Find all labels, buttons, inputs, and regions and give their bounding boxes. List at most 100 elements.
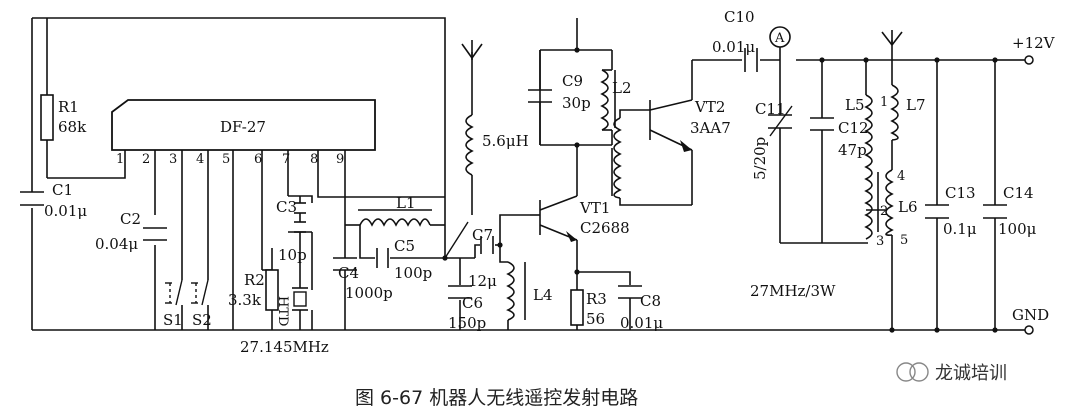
- svg-text:56: 56: [586, 310, 605, 328]
- inductor-l1: L1: [358, 194, 432, 227]
- svg-text:1000p: 1000p: [345, 284, 393, 302]
- crystal-htd: HTD 27.145MHz: [240, 280, 329, 356]
- svg-text:0.01μ: 0.01μ: [620, 314, 663, 332]
- inductor-choke: 5.6μH: [465, 114, 529, 176]
- svg-text:C8: C8: [640, 292, 661, 310]
- svg-text:0.01μ: 0.01μ: [712, 38, 755, 56]
- svg-text:R2: R2: [244, 271, 265, 289]
- svg-text:100p: 100p: [394, 264, 432, 282]
- svg-text:3: 3: [876, 234, 884, 249]
- svg-text:0.1μ: 0.1μ: [943, 220, 977, 238]
- svg-text:C11: C11: [755, 100, 786, 118]
- resistor-r1: R1 68k: [40, 94, 87, 141]
- transistor-vt1: VT1 C2688: [530, 195, 630, 242]
- resistor-r3: R3 56: [570, 289, 607, 328]
- capacitor-c11: C11 5/20p: [751, 100, 793, 180]
- svg-text:5: 5: [900, 233, 908, 248]
- capacitor-c9: C9 30p: [528, 50, 591, 145]
- ic-pin-7: 7: [282, 152, 290, 167]
- figure-caption: 图 6-67 机器人无线遥控发射电路: [355, 387, 638, 409]
- svg-text:L6: L6: [898, 198, 918, 216]
- watermark-text: 龙诚培训: [935, 363, 1007, 384]
- capacitor-c5: C5 100p: [376, 237, 432, 282]
- inductor-l2: L2: [600, 69, 632, 199]
- capacitor-c7: C7 12μ: [468, 226, 497, 290]
- svg-text:L5: L5: [845, 96, 865, 114]
- svg-text:C4: C4: [338, 264, 359, 282]
- svg-text:+12V: +12V: [1012, 34, 1056, 52]
- ic-pin-5: 5: [222, 152, 230, 167]
- capacitor-c2: C2 0.04μ: [95, 210, 167, 253]
- svg-text:C7: C7: [472, 226, 493, 244]
- svg-text:S2: S2: [192, 311, 212, 329]
- svg-text:VT1: VT1: [579, 199, 610, 217]
- svg-text:47p: 47p: [838, 141, 867, 159]
- ic-pin-4: 4: [196, 152, 204, 167]
- svg-text:C12: C12: [838, 119, 869, 137]
- capacitor-c12: C12 47p: [810, 110, 869, 159]
- junction-dots: [442, 47, 998, 333]
- watermark: 龙诚培训: [896, 362, 1007, 384]
- capacitor-c3: C3 10p: [276, 198, 307, 264]
- switch-s1: S1: [163, 279, 183, 329]
- capacitor-c4: C4 1000p: [333, 257, 393, 302]
- ic-pin-3: 3: [169, 152, 177, 167]
- inductor-l5-l6: L5 1 2 3: [845, 94, 888, 249]
- svg-text:A: A: [774, 31, 785, 46]
- transistor-vt2: VT2 3AA7: [649, 98, 731, 152]
- svg-text:5.6μH: 5.6μH: [482, 132, 529, 150]
- inductor-l6: L6 4 5: [877, 169, 918, 248]
- svg-text:C2688: C2688: [580, 219, 630, 237]
- svg-text:100μ: 100μ: [998, 220, 1037, 238]
- svg-text:C13: C13: [945, 184, 976, 202]
- svg-text:VT2: VT2: [694, 98, 725, 116]
- ic-name: DF-27: [220, 118, 266, 136]
- svg-text:L4: L4: [533, 286, 553, 304]
- svg-text:150p: 150p: [448, 314, 486, 332]
- antenna-1: [461, 40, 483, 60]
- svg-text:L7: L7: [906, 96, 926, 114]
- svg-text:C2: C2: [120, 210, 141, 228]
- svg-text:30p: 30p: [562, 94, 591, 112]
- inductor-l4: L4: [506, 261, 553, 321]
- svg-text:27.145MHz: 27.145MHz: [240, 338, 329, 356]
- svg-text:C10: C10: [724, 8, 755, 26]
- capacitor-c1: C1 0.01μ: [20, 181, 87, 220]
- svg-text:1: 1: [880, 95, 888, 110]
- ic-df27: DF-27 1 2 3 4 5 6 7 8 9: [111, 99, 376, 167]
- svg-text:0.04μ: 0.04μ: [95, 235, 138, 253]
- svg-text:68k: 68k: [58, 118, 87, 136]
- output-spec-label: 27MHz/3W: [750, 282, 836, 300]
- svg-text:C1: C1: [52, 181, 73, 199]
- svg-text:12μ: 12μ: [468, 272, 497, 290]
- watermark-logo-icon: [896, 362, 916, 382]
- capacitor-c6: C6 150p: [448, 285, 486, 332]
- svg-text:4: 4: [897, 169, 905, 184]
- svg-text:R3: R3: [586, 290, 607, 308]
- ic-pin-1: 1: [116, 152, 124, 167]
- ic-pin-8: 8: [310, 152, 318, 167]
- antenna-2: [881, 30, 903, 46]
- svg-text:S1: S1: [163, 311, 183, 329]
- svg-text:3AA7: 3AA7: [690, 119, 731, 137]
- svg-text:C9: C9: [562, 72, 583, 90]
- svg-text:L2: L2: [612, 79, 632, 97]
- power-terminal-gnd: GND: [1012, 306, 1049, 335]
- svg-text:3.3k: 3.3k: [228, 291, 262, 309]
- power-terminal-vcc: +12V: [1010, 34, 1056, 65]
- ammeter: A: [769, 26, 791, 60]
- ic-pin-2: 2: [142, 152, 150, 167]
- svg-text:HTD: HTD: [275, 296, 290, 326]
- ic-pin-6: 6: [254, 152, 262, 167]
- switch-s2: S2: [191, 279, 212, 329]
- capacitor-c13: C13 0.1μ: [925, 184, 977, 238]
- capacitor-c14: C14 100μ: [983, 184, 1037, 238]
- capacitor-c8: C8 0.01μ: [618, 285, 663, 332]
- svg-text:C3: C3: [276, 198, 297, 216]
- resistor-r2: R2 3.3k: [228, 269, 279, 311]
- svg-text:L1: L1: [396, 194, 416, 212]
- svg-text:C14: C14: [1003, 184, 1034, 202]
- svg-text:C5: C5: [394, 237, 415, 255]
- svg-text:0.01μ: 0.01μ: [44, 202, 87, 220]
